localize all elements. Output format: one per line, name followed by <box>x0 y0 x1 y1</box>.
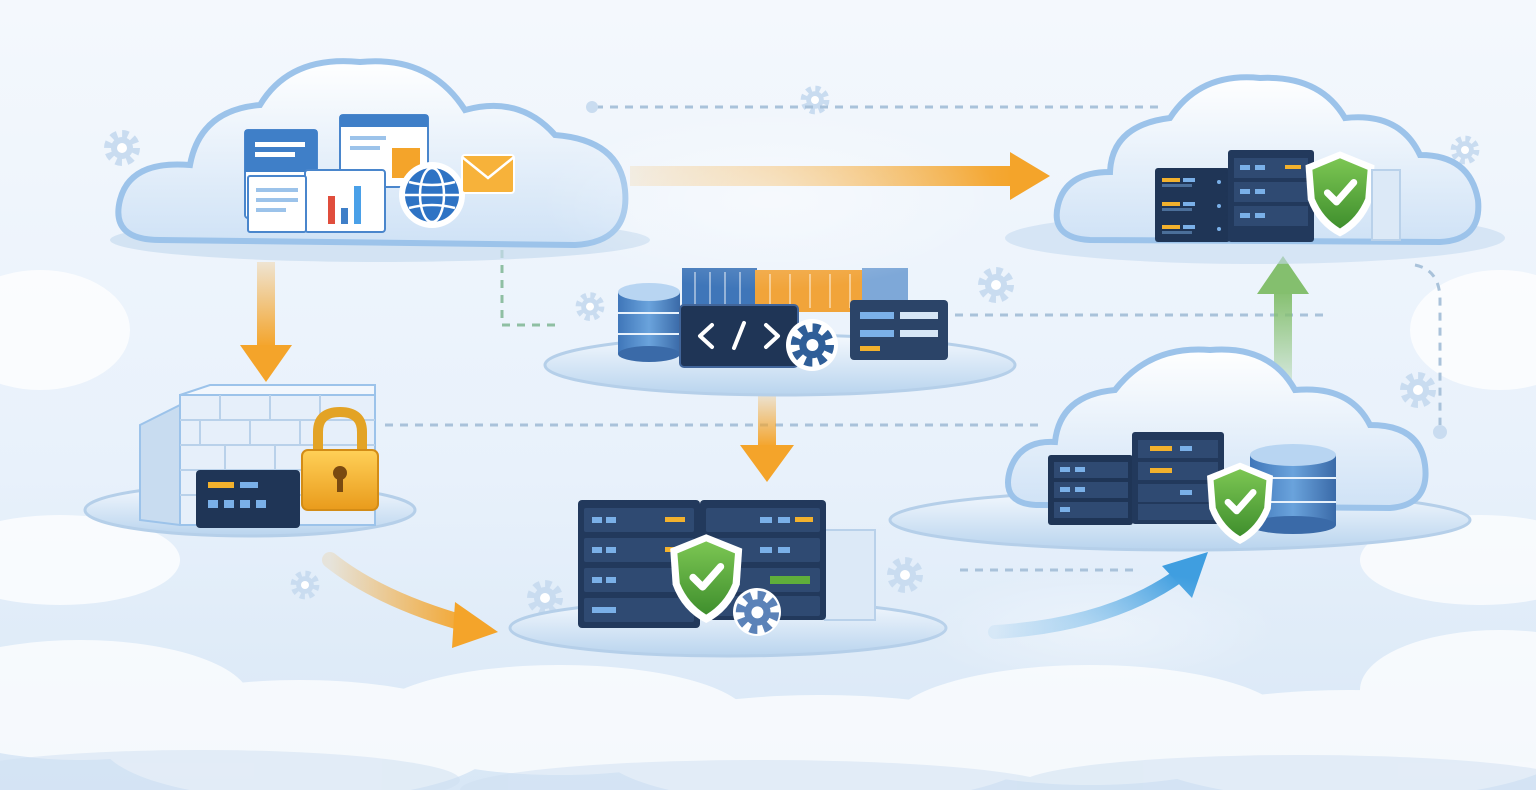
cloud-sea-shade <box>0 750 1536 790</box>
arrow-lower-to-upper-cloud <box>1257 256 1309 385</box>
target-cloud-upper-node <box>1005 74 1505 264</box>
target-cloud-lower-node <box>888 346 1472 552</box>
code-icon <box>679 304 799 368</box>
server-icon <box>196 470 300 528</box>
dashed-connector-source-to-dev <box>500 250 560 327</box>
connector-dot <box>586 101 598 113</box>
globe-icon <box>399 162 465 228</box>
server-rack-icon <box>1155 168 1230 242</box>
bar-chart-icon <box>304 169 386 233</box>
secure-datacenter-node <box>508 500 948 658</box>
dashed-connector-right-loop <box>1414 263 1442 425</box>
connector-dot <box>1433 425 1447 439</box>
server-rack-icon <box>1048 455 1133 525</box>
source-cloud-node <box>110 58 650 262</box>
arrow-source-to-firewall <box>240 262 292 382</box>
document-list-icon <box>247 175 307 233</box>
fog-highlight <box>540 110 1000 290</box>
server-rack-icon <box>1228 150 1314 242</box>
padlock-icon <box>301 406 379 511</box>
server-rack-icon <box>578 500 700 628</box>
database-icon <box>618 283 680 362</box>
firewall-node <box>83 384 417 538</box>
gear-icon <box>733 588 781 636</box>
server-icon <box>850 300 948 360</box>
arrow-dev-to-datacenter <box>740 395 794 482</box>
arrow-firewall-to-datacenter <box>322 552 498 648</box>
gear-icon <box>786 319 838 371</box>
envelope-icon <box>461 154 515 194</box>
server-rack-icon <box>1132 432 1224 524</box>
fog-highlight <box>920 570 1280 690</box>
